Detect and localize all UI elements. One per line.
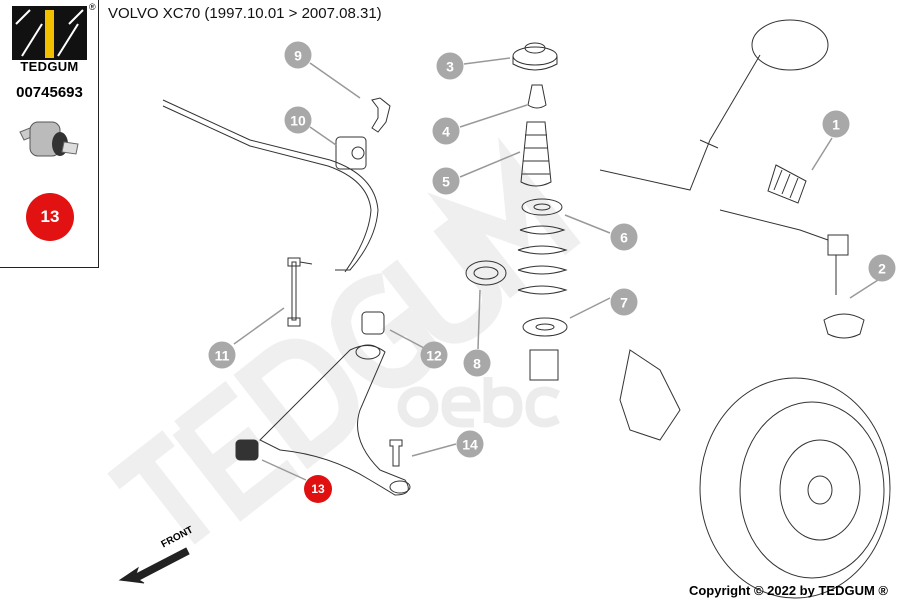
coil-spring bbox=[517, 225, 568, 295]
callout-4[interactable]: 4 bbox=[432, 117, 460, 145]
position-badge: 13 bbox=[26, 193, 74, 241]
part-1-steering-boot bbox=[767, 164, 807, 204]
brand-name: TEDGUM bbox=[20, 59, 79, 74]
callout-11[interactable]: 11 bbox=[208, 341, 236, 369]
sway-bar bbox=[162, 99, 379, 271]
part-3-top-mount bbox=[512, 46, 558, 66]
front-arrow-icon bbox=[118, 547, 190, 584]
tedgum-logo bbox=[12, 6, 87, 60]
wheel-tire bbox=[699, 377, 891, 599]
part-12-bushing bbox=[361, 311, 385, 335]
part-13-bushing bbox=[235, 439, 259, 461]
copyright: Copyright © 2022 by TEDGUM ® bbox=[688, 583, 888, 598]
control-arm bbox=[259, 345, 409, 496]
part-11-link bbox=[287, 257, 301, 327]
callout-2[interactable]: 2 bbox=[868, 254, 896, 282]
callout-1[interactable]: 1 bbox=[822, 110, 850, 138]
steering-wheel bbox=[751, 19, 829, 71]
part-thumbnail bbox=[19, 121, 79, 157]
part-5-boot bbox=[520, 121, 552, 187]
callout-5[interactable]: 5 bbox=[432, 167, 460, 195]
part-6-spring-seat bbox=[521, 198, 563, 216]
part-10-bushing bbox=[335, 136, 367, 170]
part-14-pin bbox=[389, 439, 403, 467]
watermark-secondary bbox=[397, 377, 561, 428]
part-info-panel: ® TEDGUM 00745693 13 bbox=[0, 0, 99, 268]
part-2-ball-joint bbox=[823, 313, 865, 339]
part-8-bearing bbox=[465, 260, 507, 286]
part-4-bump-stop bbox=[527, 84, 547, 109]
strut-bottom bbox=[529, 349, 559, 381]
part-9-bracket bbox=[371, 97, 391, 133]
callout-8[interactable]: 8 bbox=[463, 349, 491, 377]
part-number: 00745693 bbox=[16, 84, 83, 101]
callout-9[interactable]: 9 bbox=[284, 41, 312, 69]
registered-mark: ® bbox=[89, 2, 96, 12]
callout-7[interactable]: 7 bbox=[610, 288, 638, 316]
callout-14[interactable]: 14 bbox=[456, 430, 484, 458]
callout-6[interactable]: 6 bbox=[610, 223, 638, 251]
part-7-spring-seat bbox=[522, 317, 568, 337]
tie-rod-end bbox=[827, 234, 849, 295]
callout-3[interactable]: 3 bbox=[436, 52, 464, 80]
callout-13[interactable]: 13 bbox=[304, 475, 332, 503]
steering-knuckle bbox=[619, 349, 681, 441]
leader-lines bbox=[233, 57, 879, 481]
callout-10[interactable]: 10 bbox=[284, 106, 312, 134]
vehicle-title: VOLVO XC70 (1997.10.01 > 2007.08.31) bbox=[108, 5, 382, 22]
callout-12[interactable]: 12 bbox=[420, 341, 448, 369]
